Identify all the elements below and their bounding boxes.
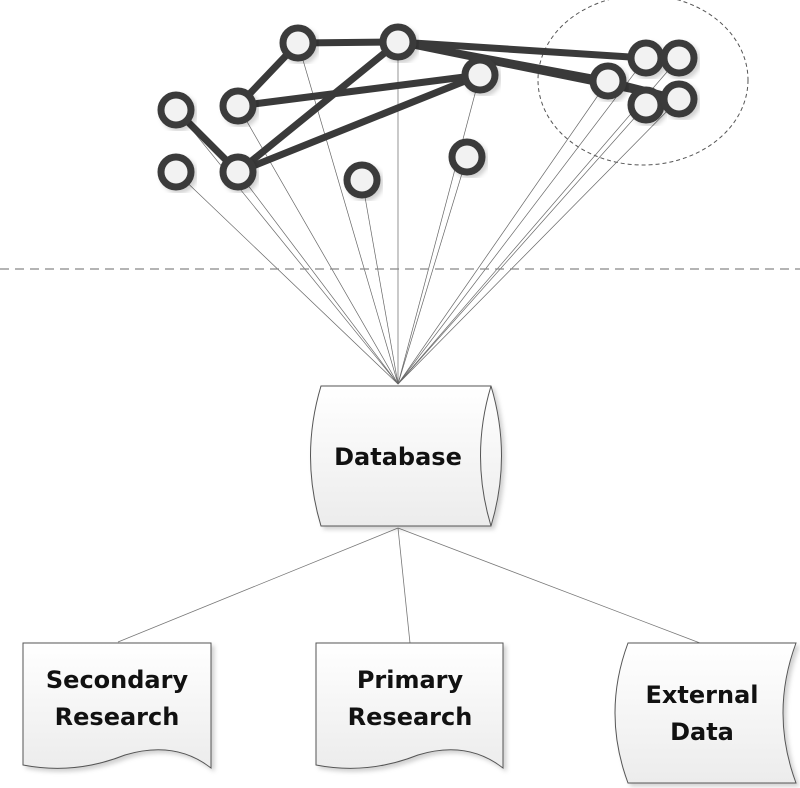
link-db-external xyxy=(397,527,701,644)
database-shape[interactable] xyxy=(310,385,502,527)
secondary-research-label-line1: Secondary xyxy=(46,666,189,694)
network-edge-n6-c1 xyxy=(394,38,650,62)
database-link-c1 xyxy=(397,57,647,385)
secondary-research-label-line2: Research xyxy=(55,703,180,731)
primary-research-label-line2: Research xyxy=(348,703,473,731)
network-node-n2[interactable] xyxy=(219,87,257,125)
database-link-n2 xyxy=(237,105,399,385)
network-node-n5[interactable] xyxy=(279,24,317,62)
network-node-c1[interactable] xyxy=(627,39,665,77)
network-node-c2[interactable] xyxy=(660,39,698,77)
network-nodes xyxy=(157,23,698,199)
database-link-n3 xyxy=(175,171,399,385)
external-data-shape[interactable] xyxy=(614,642,797,784)
database-link-c5 xyxy=(397,98,680,385)
database-link-n5 xyxy=(297,42,399,385)
network-node-n4[interactable] xyxy=(219,153,257,191)
network-edge-n4-n7 xyxy=(234,71,484,176)
database-link-n1 xyxy=(175,109,399,385)
secondary-research-shape[interactable] xyxy=(22,642,212,770)
network-node-n8[interactable] xyxy=(343,161,381,199)
network-node-c4[interactable] xyxy=(627,86,665,124)
cluster-boundary xyxy=(537,0,749,166)
database-label: Database xyxy=(334,443,462,471)
network-node-c5[interactable] xyxy=(660,80,698,118)
external-data-label-line2: Data xyxy=(670,718,734,746)
network-node-n7[interactable] xyxy=(461,56,499,94)
database-link-n9 xyxy=(397,156,468,385)
network-node-n9[interactable] xyxy=(448,138,486,176)
database-link-n8 xyxy=(361,179,399,385)
database-link-n4 xyxy=(237,171,399,385)
database-link-c3 xyxy=(397,80,609,385)
link-db-secondary xyxy=(117,527,399,643)
network-node-n6[interactable] xyxy=(379,23,417,61)
network-edge-n6-c3 xyxy=(394,38,612,85)
database-link-c4 xyxy=(397,104,647,385)
link-db-primary xyxy=(397,527,411,644)
network-node-n3[interactable] xyxy=(157,153,195,191)
network-edge-n4-n6 xyxy=(234,38,402,176)
primary-research-label-line1: Primary xyxy=(357,666,464,694)
network-node-n1[interactable] xyxy=(157,91,195,129)
database-link-n7 xyxy=(397,74,481,385)
primary-research-shape[interactable] xyxy=(315,642,504,770)
network-node-c3[interactable] xyxy=(589,62,627,100)
external-data-label-line1: External xyxy=(646,681,759,709)
network-edge-n2-n7 xyxy=(234,71,484,110)
